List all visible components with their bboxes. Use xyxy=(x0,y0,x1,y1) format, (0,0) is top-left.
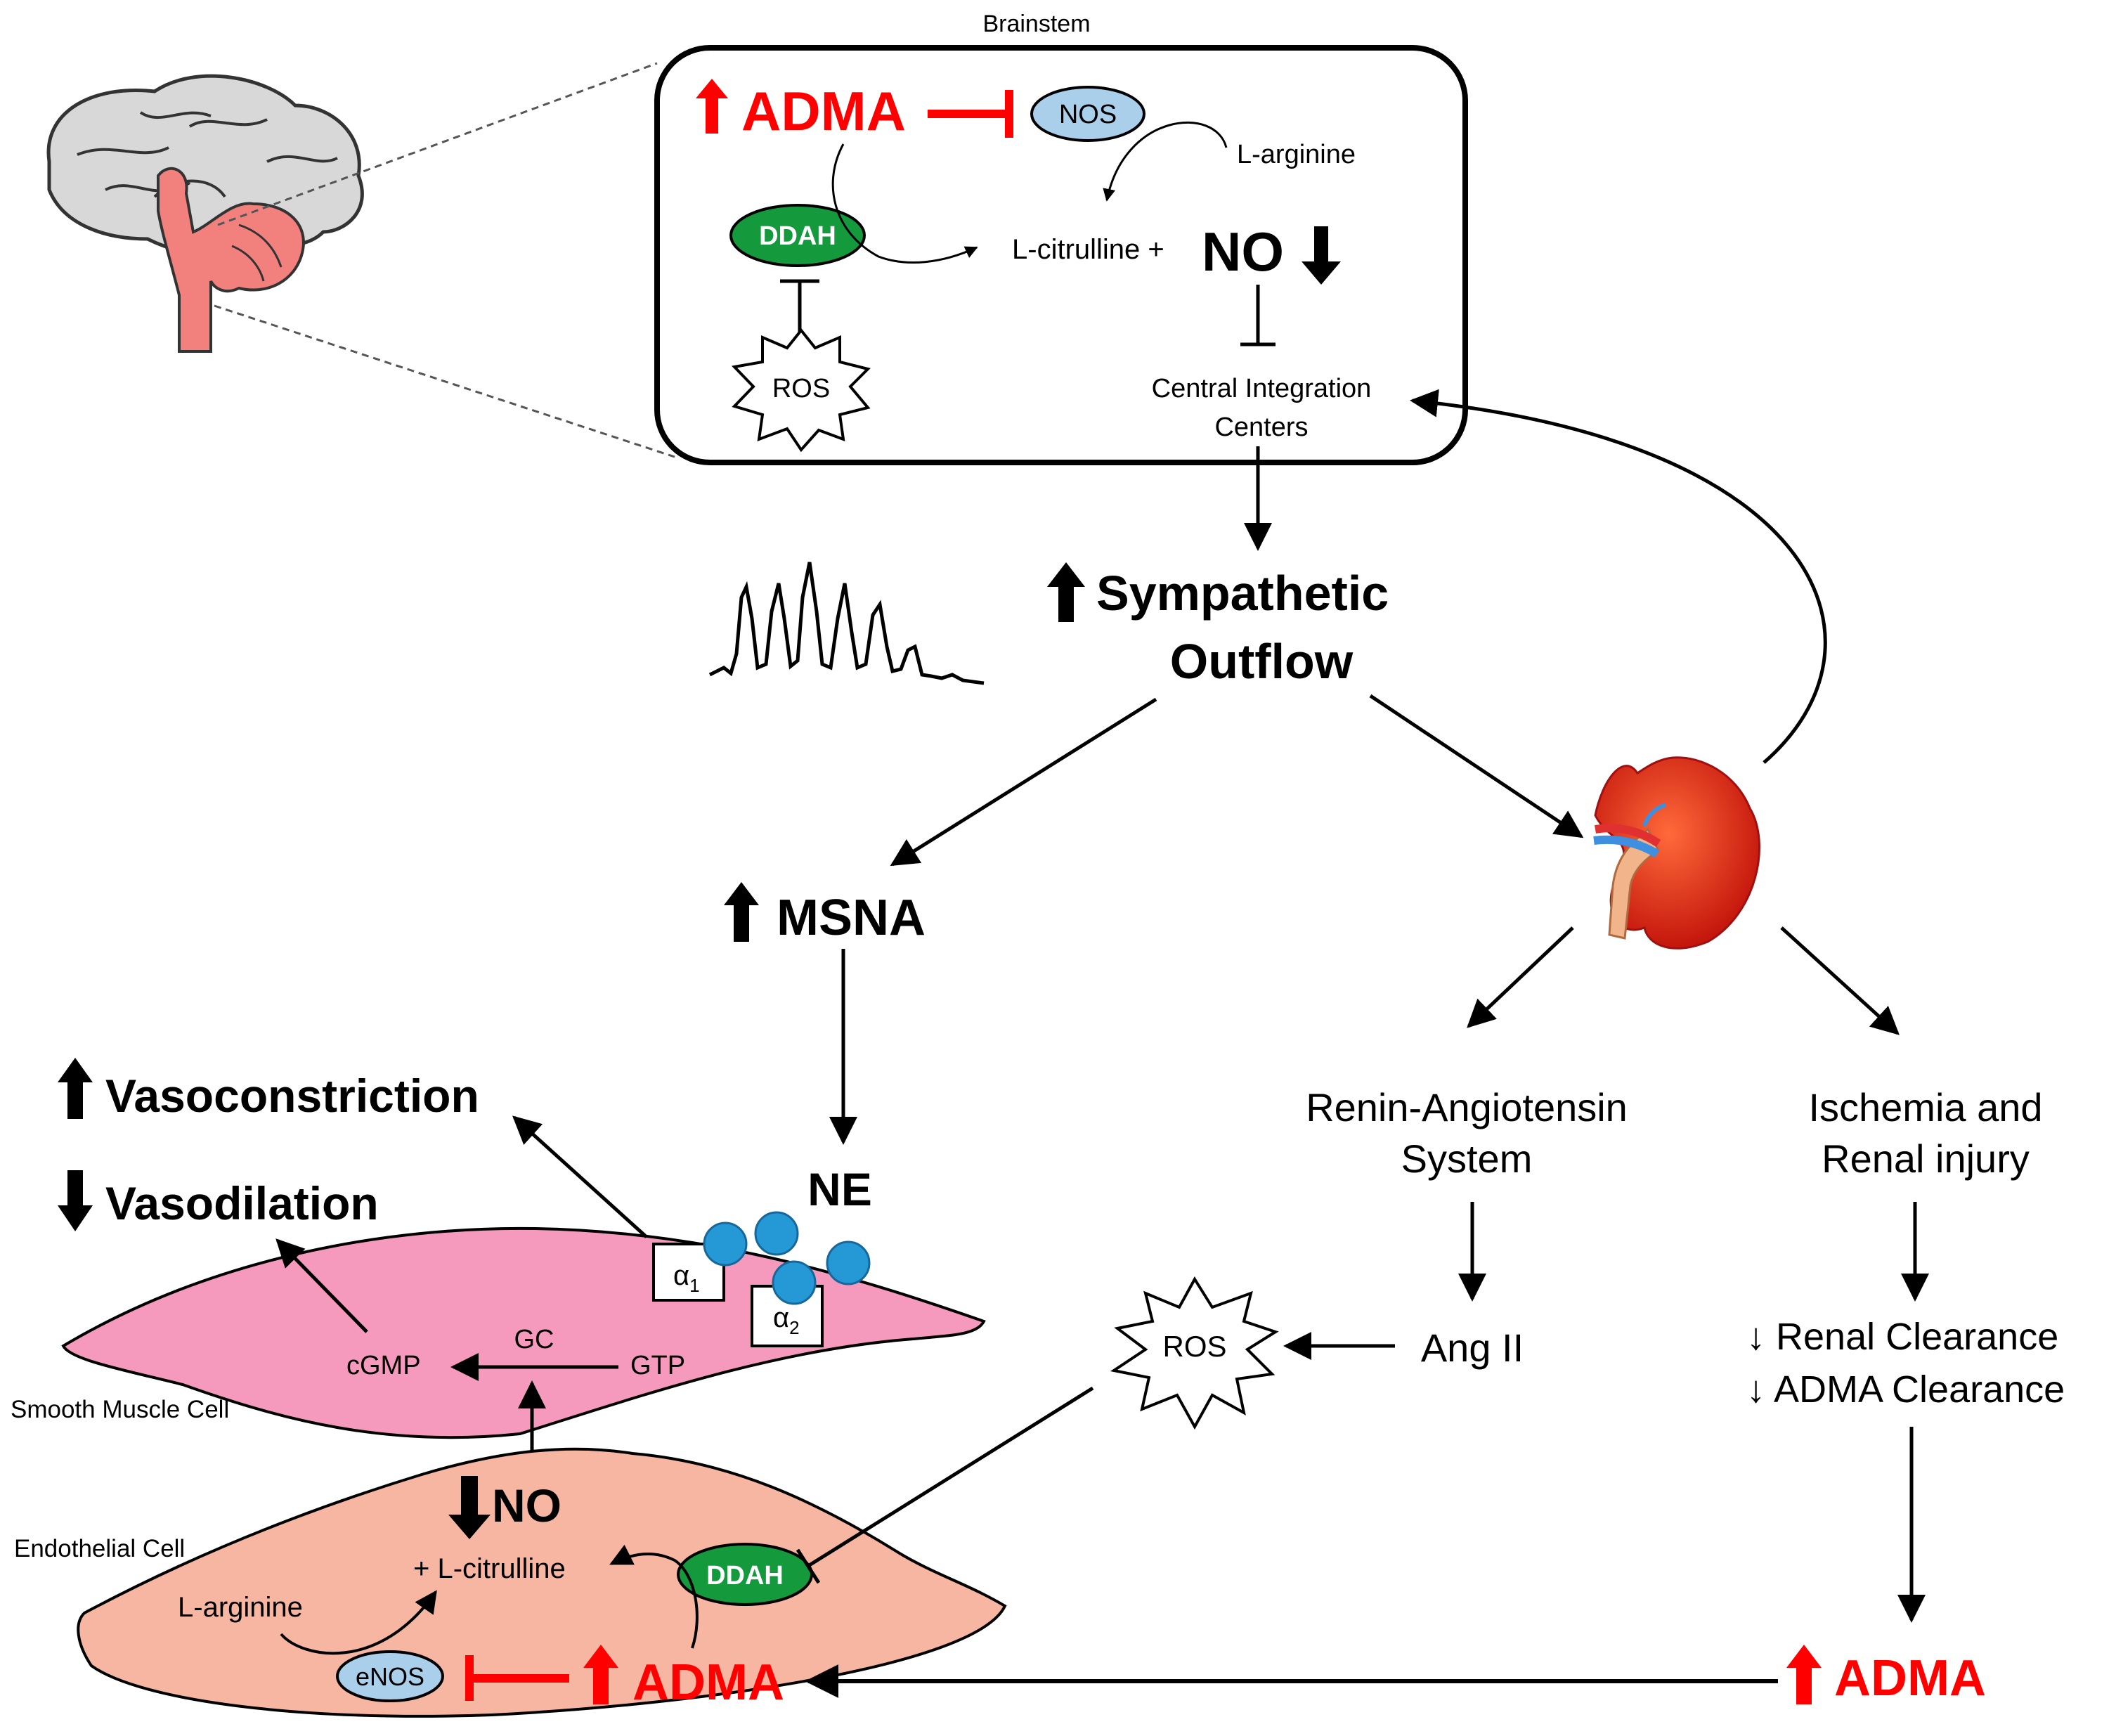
zoom-line-top xyxy=(217,62,658,226)
nos-label: NOS xyxy=(1059,100,1117,129)
up-arrow-icon xyxy=(58,1058,93,1119)
ischemia-line1: Ischemia and xyxy=(1808,1085,2042,1129)
clearance-line2: ↓ ADMA Clearance xyxy=(1746,1368,2065,1411)
brainstem-adma-label: ADMA xyxy=(741,80,906,142)
endothelial-arginine-arrow xyxy=(280,1590,437,1655)
ne-molecules xyxy=(703,1211,871,1305)
sympathetic-to-msna-arrow xyxy=(890,697,1157,867)
adma-inhibits-nos-symbol xyxy=(928,90,1013,138)
endothelial-no-label: NO xyxy=(492,1479,562,1531)
sympathetic-to-kidney-arrow xyxy=(1369,694,1584,838)
ras-line1: Renin-Angiotensin xyxy=(1306,1085,1628,1129)
gtp-label: GTP xyxy=(630,1351,685,1380)
endothelial-l-citrulline-label: + L-citrulline xyxy=(413,1553,566,1584)
brainstem-box xyxy=(654,45,1468,465)
down-arrow-icon xyxy=(58,1170,93,1231)
kidney-to-ras-arrow xyxy=(1467,926,1574,1028)
endothelial-adma-label: ADMA xyxy=(632,1654,784,1711)
vasoconstriction-label: Vasoconstriction xyxy=(105,1070,479,1122)
sympathetic-line2: Outflow xyxy=(1170,634,1354,689)
msna-label: MSNA xyxy=(777,890,926,946)
endothelial-l-arginine-label: L-arginine xyxy=(178,1592,303,1623)
up-arrow-icon xyxy=(583,1645,618,1704)
sympathetic-line1: Sympathetic xyxy=(1096,566,1389,621)
clearance-line1: ↓ Renal Clearance xyxy=(1746,1316,2058,1358)
smooth-muscle-label: Smooth Muscle Cell xyxy=(11,1396,229,1423)
central-integration-line1: Central Integration xyxy=(1152,374,1372,403)
adma-inhibits-enos-symbol xyxy=(465,1655,569,1701)
up-arrow-icon xyxy=(1786,1645,1822,1704)
cgmp-to-vasodilation-arrow xyxy=(275,1238,368,1333)
ros-inhibits-ddah-symbol xyxy=(780,279,819,336)
brainstem-no-label: NO xyxy=(1202,221,1284,283)
ischemia-line2: Renal injury xyxy=(1822,1136,2030,1181)
kidney-icon xyxy=(1593,756,1760,950)
central-integration-line2: Centers xyxy=(1214,413,1308,442)
down-arrow-icon xyxy=(1302,226,1341,285)
alpha2-label: α2 xyxy=(773,1302,800,1338)
kidney-to-ischemia-arrow xyxy=(1780,926,1900,1035)
adma-degradation-arrow xyxy=(831,143,978,264)
kidney-feedback-arrow xyxy=(1410,389,1827,764)
ros-starburst-icon xyxy=(731,328,871,453)
down-arrow-icon xyxy=(448,1476,491,1539)
enos-enzyme xyxy=(336,1650,444,1702)
alpha1-label: α1 xyxy=(673,1260,700,1296)
ros-inhibits-endothelial-ddah-symbol xyxy=(796,1386,1094,1584)
ros-mid-label: ROS xyxy=(1162,1330,1226,1363)
brainstem-l-arginine-label: L-arginine xyxy=(1237,140,1356,169)
cgmp-label: cGMP xyxy=(346,1351,421,1380)
gc-label: GC xyxy=(514,1325,554,1354)
zoom-line-bottom xyxy=(214,304,675,458)
l-arginine-to-citrulline-arrow xyxy=(1103,121,1228,202)
ddah-enzyme xyxy=(729,204,866,267)
vasodilation-label: Vasodilation xyxy=(105,1177,379,1229)
endothelial-ddah-label: DDAH xyxy=(706,1561,784,1591)
endothelial-adma-degradation-arrow xyxy=(609,1544,699,1649)
no-inhibits-central-symbol xyxy=(1240,285,1276,346)
brainstem-l-citrulline-label: L-citrulline + xyxy=(1012,234,1164,265)
right-adma-label: ADMA xyxy=(1834,1650,1986,1706)
smooth-muscle-cell xyxy=(61,1226,986,1439)
brainstem-ros-label: ROS xyxy=(772,374,830,403)
up-arrow-icon xyxy=(696,79,728,134)
nos-enzyme xyxy=(1030,86,1145,142)
brainstem-title: Brainstem xyxy=(982,11,1090,37)
endothelial-label: Endothelial Cell xyxy=(14,1535,185,1562)
alpha1-to-vasoconstriction-arrow xyxy=(512,1115,648,1238)
ne-label: NE xyxy=(807,1163,872,1215)
enos-label: eNOS xyxy=(356,1662,424,1691)
brainstem-ddah-label: DDAH xyxy=(759,221,836,251)
msna-trace-icon xyxy=(708,562,985,685)
brain-icon xyxy=(46,74,364,353)
up-arrow-icon xyxy=(724,882,759,942)
up-arrow-icon xyxy=(1047,562,1085,622)
ang2-label: Ang II xyxy=(1421,1326,1524,1370)
ras-line2: System xyxy=(1401,1136,1533,1181)
ros-starburst-icon xyxy=(1110,1276,1279,1430)
